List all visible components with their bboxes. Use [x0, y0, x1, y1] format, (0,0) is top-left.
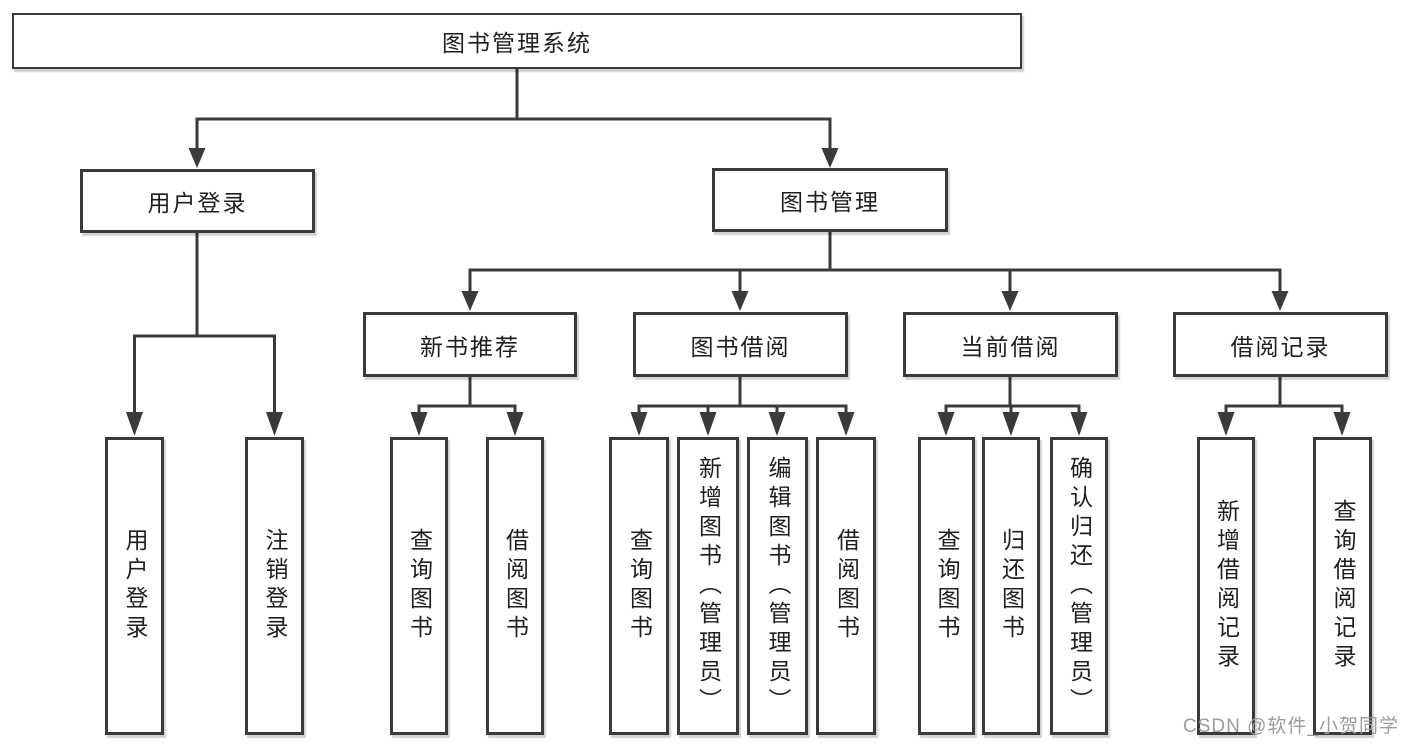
- arrow-down-icon: [461, 291, 479, 311]
- leaf-label: 借阅图书: [833, 528, 860, 644]
- node-current-borrowing: 当前借阅: [903, 312, 1118, 377]
- arrow-down-icon: [837, 412, 855, 436]
- arrow-down-icon: [821, 148, 839, 168]
- arrow-down-icon: [1001, 291, 1019, 311]
- leaf-label: 查询图书: [406, 528, 433, 644]
- arrow-down-icon: [1002, 412, 1020, 436]
- leaf-edit-book-admin: 编辑图书（管理员）: [747, 437, 808, 735]
- leaf-return-book: 归还图书: [982, 437, 1040, 735]
- csdn-watermark: CSDN @软件_小贺同学: [1183, 716, 1399, 737]
- arrow-down-icon: [937, 412, 955, 436]
- arrow-down-icon: [126, 412, 143, 436]
- leaf-label: 查询图书: [626, 528, 653, 644]
- node-user-login: 用户登录: [80, 169, 315, 233]
- leaf-label: 借阅图书: [502, 528, 529, 644]
- leaf-label: 归还图书: [998, 528, 1025, 644]
- leaf-query-borrow-record: 查询借阅记录: [1313, 437, 1372, 735]
- node-borrowing-records: 借阅记录: [1173, 312, 1388, 377]
- leaf-label: 新增图书（管理员）: [695, 455, 722, 717]
- leaf-label: 查询借阅记录: [1330, 499, 1356, 673]
- node-book-borrowing: 图书借阅: [633, 312, 848, 377]
- leaf-label: 确认归还（管理员）: [1066, 455, 1093, 717]
- connector-borrowing-records: [1224, 377, 1344, 419]
- leaf-add-book-admin: 新增图书（管理员）: [677, 437, 739, 735]
- connector-book-borrowing: [637, 377, 848, 419]
- leaf-label: 新增借阅记录: [1213, 499, 1240, 673]
- leaf-logout: 注销登录: [245, 437, 304, 735]
- arrow-down-icon: [1333, 412, 1351, 436]
- leaf-query-books-borrowing: 查询图书: [609, 437, 669, 735]
- leaf-borrow-books-recommend: 借阅图书: [486, 437, 544, 735]
- leaf-label: 注销登录: [262, 528, 288, 644]
- arrow-down-icon: [731, 291, 749, 311]
- leaf-borrow-books-borrowing: 借阅图书: [816, 437, 876, 735]
- connector-book-management: [468, 232, 1282, 294]
- connector-new-book-recommend: [417, 377, 517, 419]
- arrow-down-icon: [768, 412, 786, 436]
- arrow-down-icon: [1217, 412, 1235, 436]
- arrow-down-icon: [410, 412, 428, 436]
- leaf-query-books-current: 查询图书: [918, 437, 975, 735]
- arrow-down-icon: [506, 412, 524, 436]
- leaf-label: 查询图书: [934, 528, 960, 644]
- arrow-down-icon: [266, 412, 283, 436]
- leaf-label: 编辑图书（管理员）: [765, 455, 791, 717]
- leaf-confirm-return-admin: 确认归还（管理员）: [1050, 437, 1108, 735]
- arrow-down-icon: [1271, 291, 1289, 311]
- node-library-system: 图书管理系统: [12, 13, 1022, 69]
- node-new-book-recommend: 新书推荐: [363, 312, 577, 377]
- leaf-add-borrow-record: 新增借阅记录: [1197, 437, 1255, 735]
- arrow-down-icon: [1070, 412, 1088, 436]
- leaf-user-login: 用户登录: [105, 437, 164, 735]
- connector-root: [195, 69, 832, 151]
- leaf-label: 用户登录: [122, 528, 148, 644]
- leaf-query-books-recommend: 查询图书: [390, 437, 448, 735]
- arrow-down-icon: [699, 412, 717, 436]
- arrow-down-icon: [630, 412, 648, 436]
- connector-user-login: [133, 233, 276, 419]
- node-book-management: 图书管理: [712, 168, 948, 232]
- arrow-down-icon: [188, 148, 206, 168]
